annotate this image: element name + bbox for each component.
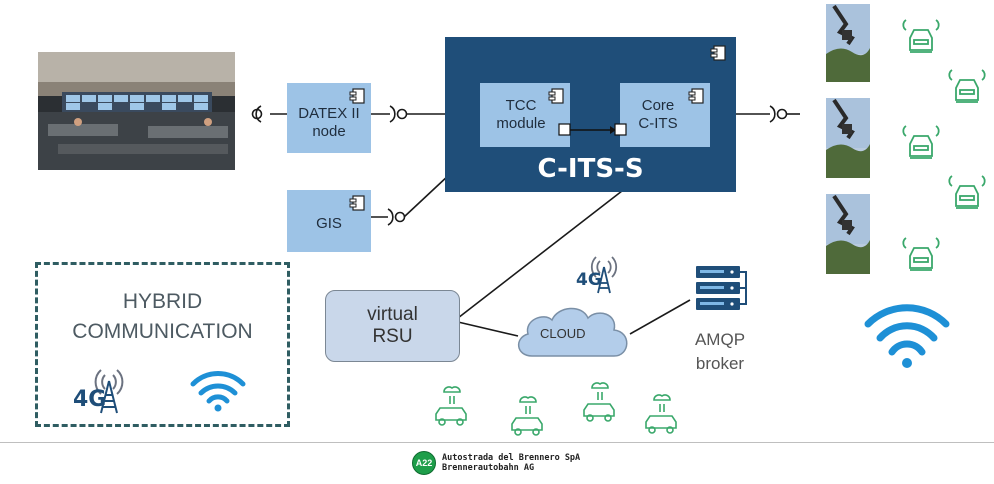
connected-car-icon <box>944 64 990 109</box>
wifi-icon <box>188 369 248 418</box>
control-room-photo <box>38 52 235 170</box>
cloud-icon: CLOUD <box>510 298 635 375</box>
connected-car-icon <box>898 14 944 59</box>
tcc-module: TCC module <box>480 83 570 147</box>
component-icon <box>710 45 726 66</box>
datex-ii-node-label: DATEX II node <box>298 105 360 140</box>
connected-car-icon <box>430 382 472 433</box>
core-c-its-label: Core C-ITS <box>638 97 678 132</box>
port-connection <box>558 123 627 136</box>
virtual-rsu-label: virtual RSU <box>367 304 418 347</box>
hybrid-communication-box: HYBRID COMMUNICATION 4G <box>35 262 290 427</box>
component-icon <box>349 88 365 109</box>
component-icon <box>349 195 365 216</box>
server-icon <box>690 264 752 319</box>
datex-ii-node: DATEX II node <box>287 83 371 153</box>
footer-divider <box>0 442 994 443</box>
c-its-s-label: C-ITS-S <box>537 154 644 184</box>
component-icon <box>688 88 704 109</box>
wifi-icon <box>862 300 952 377</box>
connected-car-icon <box>898 120 944 165</box>
hybrid-title-line1: HYBRID <box>122 290 203 313</box>
amqp-broker-label: AMQP broker <box>694 330 746 373</box>
core-c-its: Core C-ITS <box>620 83 710 147</box>
connected-car-icon <box>506 392 548 443</box>
brand-line2: Brennerautobahn AG <box>442 463 535 473</box>
component-icon <box>548 88 564 109</box>
cell-tower-4g-icon: 4G <box>570 253 632 300</box>
roadside-unit-photo <box>826 4 870 82</box>
brand-line1: Autostrada del Brennero SpA <box>442 453 581 463</box>
virtual-rsu: virtual RSU <box>325 290 460 362</box>
cloud-label: CLOUD <box>540 326 586 341</box>
connected-car-icon <box>944 170 990 215</box>
gis-node: GIS <box>287 190 371 252</box>
connected-car-icon <box>640 390 682 441</box>
gis-node-label: GIS <box>316 215 342 232</box>
tcc-module-label: TCC module <box>496 97 546 132</box>
network-4g-label-cloud: 4G <box>576 270 602 290</box>
c-its-s-container: TCC module Core C-ITS C-ITS-S <box>445 37 736 192</box>
network-4g-label: 4G <box>73 387 107 412</box>
connected-car-icon <box>578 378 620 429</box>
roadside-unit-photo <box>826 98 870 178</box>
hybrid-title-line2: COMMUNICATION <box>72 320 253 343</box>
cell-tower-4g-icon: 4G <box>73 363 143 420</box>
roadside-unit-photo <box>826 194 870 274</box>
a22-badge: A22 <box>412 451 436 475</box>
connected-car-icon <box>898 232 944 277</box>
footer-logo: A22 Autostrada del Brennero SpA Brennera… <box>412 451 580 475</box>
